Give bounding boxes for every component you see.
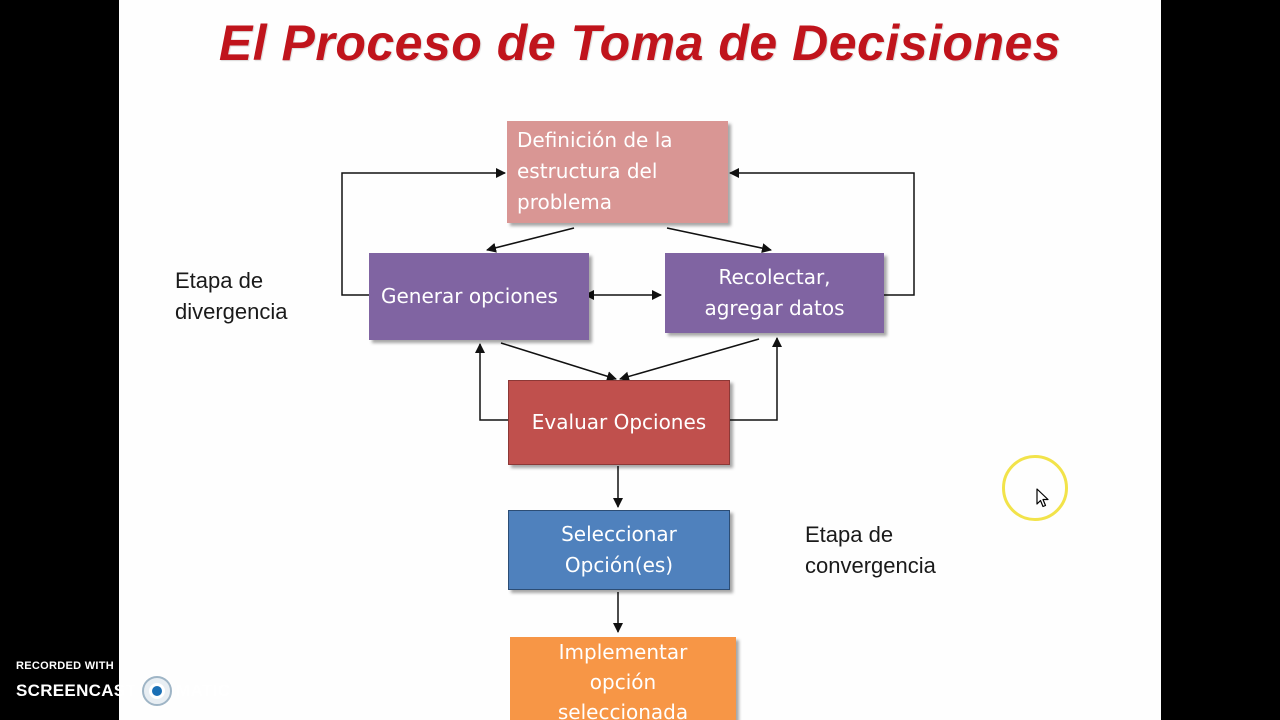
slide: El Proceso de Toma de Decisiones D: [119, 0, 1161, 720]
box-evaluar: Evaluar Opciones: [508, 380, 730, 465]
arrow-definicion-to-recolectar: [666, 227, 772, 254]
slide-title: El Proceso de Toma de Decisiones: [218, 15, 1062, 71]
cursor-highlight-ring: [1002, 455, 1068, 521]
box-definicion-line-2: estructura del: [517, 159, 658, 183]
box-generar-line-1: Generar opciones: [381, 284, 558, 308]
screencast-logo-icon: [142, 676, 173, 706]
arrow-definicion-to-generar: [486, 227, 575, 253]
box-implementar-line-3: seleccionada: [557, 700, 689, 720]
box-implementar-line-2: opción: [589, 670, 657, 694]
box-seleccionar: Seleccionar Opción(es): [508, 510, 730, 590]
arrow-evaluar-to-generar: [475, 343, 508, 421]
box-recolectar-line-2: agregar datos: [704, 296, 845, 320]
watermark-brand: SCREENCAST MATIC: [16, 676, 230, 706]
box-implementar-line-1: Implementar: [558, 640, 688, 664]
box-implementar: Implementar opción seleccionada: [510, 637, 736, 720]
watermark-brand-right: MATIC: [176, 681, 231, 700]
screencast-watermark: RECORDED WITH SCREENCAST MATIC: [16, 660, 230, 706]
arrow-recolectar-to-definicion: [729, 168, 915, 296]
label-convergencia-line-2: convergencia: [805, 553, 936, 578]
arrow-generar-to-evaluar: [500, 342, 617, 382]
watermark-recorded-with: RECORDED WITH: [16, 660, 115, 672]
arrow-recolectar-to-evaluar: [619, 338, 760, 382]
box-evaluar-line-1: Evaluar Opciones: [531, 410, 707, 434]
box-seleccionar-line-1: Seleccionar: [561, 522, 677, 546]
arrow-generar-to-definicion: [341, 168, 506, 296]
label-divergencia-line-1: Etapa de: [175, 268, 264, 293]
box-definicion-line-1: Definición de la: [517, 128, 673, 152]
box-recolectar: Recolectar, agregar datos: [665, 253, 884, 333]
box-definicion-line-3: problema: [517, 190, 613, 214]
label-etapa-divergencia: Etapa de divergencia: [175, 265, 288, 327]
label-etapa-convergencia: Etapa de convergencia: [805, 519, 936, 581]
label-convergencia-line-1: Etapa de: [805, 522, 894, 547]
diagram-arrows: [341, 168, 915, 633]
box-generar: Generar opciones: [369, 253, 589, 340]
box-definicion: Definición de la estructura del problema: [507, 121, 728, 223]
watermark-brand-left: SCREENCAST: [16, 681, 137, 700]
box-recolectar-line-1: Recolectar,: [718, 265, 831, 289]
box-seleccionar-line-2: Opción(es): [564, 553, 674, 577]
mouse-cursor-icon: [1036, 488, 1049, 508]
label-divergencia-line-2: divergencia: [175, 299, 288, 324]
arrow-evaluar-to-recolectar: [730, 337, 782, 421]
